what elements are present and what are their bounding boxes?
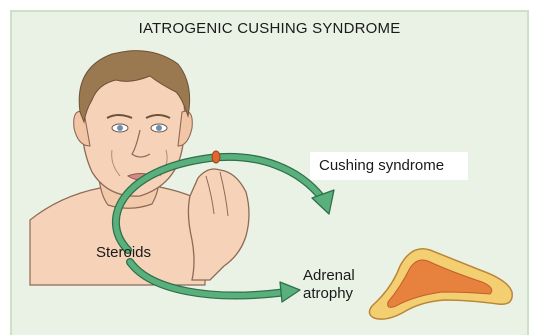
steroids-label: Steroids	[96, 244, 151, 262]
cushing-syndrome-label: Cushing syndrome	[319, 157, 444, 175]
left-iris	[117, 125, 123, 131]
right-iris	[156, 125, 162, 131]
adrenal-label-line1: Adrenal	[303, 267, 355, 285]
adrenal-label-line2: atrophy	[303, 285, 355, 303]
arrowhead-adrenal	[280, 282, 300, 302]
pill	[212, 151, 220, 163]
hand	[188, 169, 249, 280]
adrenal-atrophy-label: Adrenal atrophy	[303, 267, 355, 303]
